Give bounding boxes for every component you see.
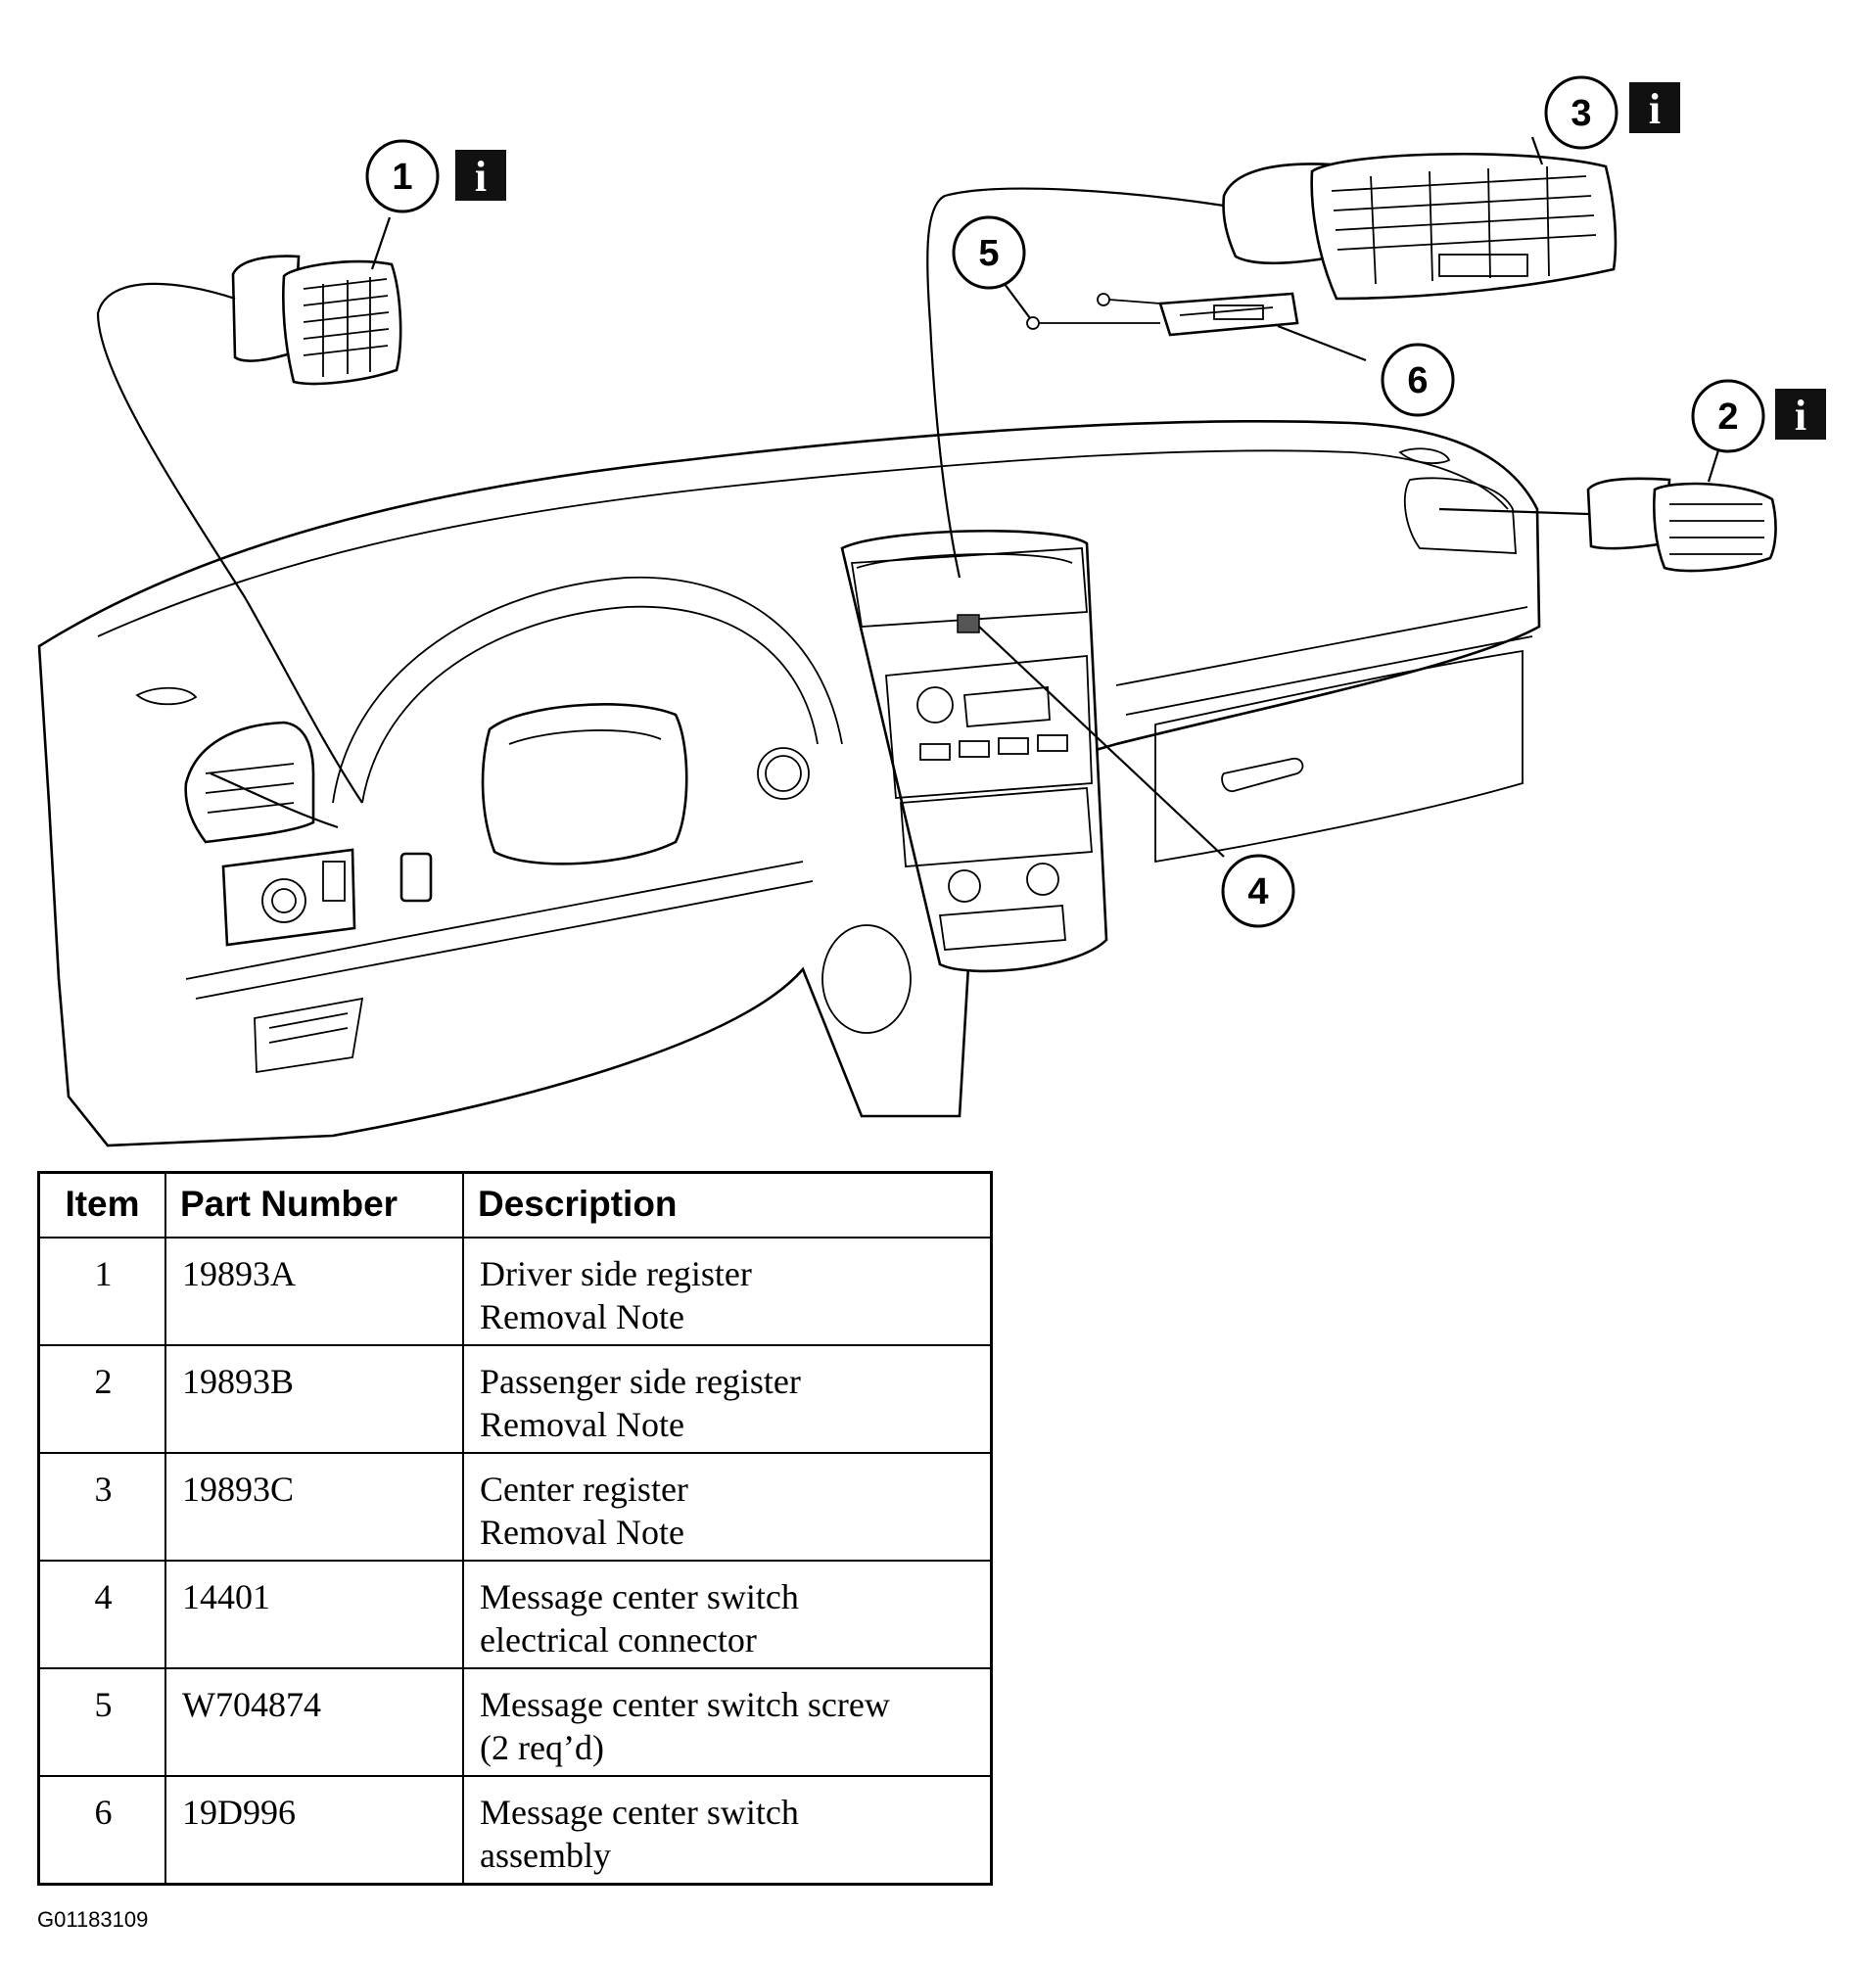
callout-1-number: 1: [392, 157, 412, 198]
callout-2-info-icon: [1775, 389, 1826, 440]
row-description: Message center switch electrical connect…: [462, 1560, 993, 1669]
row-description: Center register Removal Note: [462, 1452, 993, 1562]
callout-4-circle: [1221, 854, 1295, 928]
row-part-number: W704874: [164, 1667, 464, 1777]
description-line: assembly: [480, 1836, 611, 1875]
callout-3-number: 3: [1571, 93, 1591, 134]
removal-note-link[interactable]: Removal Note: [480, 1405, 684, 1444]
callout-4-number: 4: [1247, 871, 1268, 912]
callout-1: 1 i: [365, 139, 506, 213]
table-row: 3 19893C Center register Removal Note: [37, 1452, 993, 1562]
callout-1-info-glyph: i: [475, 153, 487, 201]
removal-note-link[interactable]: Removal Note: [480, 1297, 684, 1336]
row-description: Passenger side register Removal Note: [462, 1344, 993, 1454]
row-item: 2: [37, 1344, 166, 1454]
callout-6: 6: [1381, 343, 1455, 417]
callout-6-circle: [1381, 343, 1455, 417]
row-part-number: 19893B: [164, 1344, 464, 1454]
description-line: Message center switch screw: [480, 1685, 890, 1724]
row-part-number: 19893A: [164, 1237, 464, 1346]
row-item: 6: [37, 1775, 166, 1886]
callout-3-circle: [1544, 75, 1618, 150]
row-part-number: 19D996: [164, 1775, 464, 1886]
driver-side-register: [231, 255, 402, 386]
callout-5: 5: [952, 215, 1026, 290]
row-item: 5: [37, 1667, 166, 1777]
header-description: Description: [462, 1171, 993, 1239]
description-line: Message center switch: [480, 1793, 799, 1832]
table-row: 4 14401 Message center switch electrical…: [37, 1560, 993, 1669]
description-line: Driver side register: [480, 1254, 752, 1293]
message-center-switch-assembly: [1158, 292, 1299, 337]
callout-2: 2 i: [1691, 379, 1826, 453]
callout-5-number: 5: [978, 233, 999, 274]
row-part-number: 14401: [164, 1560, 464, 1669]
description-line: Passenger side register: [480, 1362, 801, 1401]
row-description: Message center switch screw (2 req’d): [462, 1667, 993, 1777]
instrument-panel: [37, 420, 1541, 1147]
callout-2-number: 2: [1717, 397, 1738, 438]
callout-1-circle: [365, 139, 440, 213]
description-line: Center register: [480, 1470, 688, 1509]
removal-note-link[interactable]: Removal Note: [480, 1513, 684, 1552]
callout-5-circle: [952, 215, 1026, 290]
parts-table: Item Part Number Description 1 19893A Dr…: [37, 1171, 993, 1886]
row-item: 3: [37, 1452, 166, 1562]
row-part-number: 19893C: [164, 1452, 464, 1562]
description-line: electrical connector: [480, 1620, 757, 1659]
table-row: 1 19893A Driver side register Removal No…: [37, 1237, 993, 1346]
table-row: 2 19893B Passenger side register Removal…: [37, 1344, 993, 1454]
header-part-number: Part Number: [164, 1171, 464, 1239]
callout-3: 3 i: [1544, 75, 1680, 150]
callout-3-info-glyph: i: [1649, 85, 1661, 133]
row-item: 4: [37, 1560, 166, 1669]
table-row: 5 W704874 Message center switch screw (2…: [37, 1667, 993, 1777]
row-item: 1: [37, 1237, 166, 1346]
table-row: 6 19D996 Message center switch assembly: [37, 1775, 993, 1886]
table-header-row: Item Part Number Description: [37, 1171, 993, 1239]
passenger-side-register: [1586, 477, 1777, 573]
callout-4: 4: [1221, 854, 1295, 928]
callout-2-info-glyph: i: [1795, 392, 1806, 440]
callout-3-info-icon: [1629, 82, 1680, 133]
callout-1-info-icon: [455, 150, 506, 201]
dashboard-illustration: 1 i 3 i 5 6 2 i 4: [37, 75, 1826, 1147]
row-description: Driver side register Removal Note: [462, 1237, 993, 1346]
center-register: [1222, 152, 1618, 301]
row-description: Message center switch assembly: [462, 1775, 993, 1886]
figure-id: G01183109: [37, 1907, 149, 1932]
message-center-switch-screws: [1026, 293, 1161, 330]
header-item: Item: [37, 1171, 166, 1239]
callout-2-circle: [1691, 379, 1765, 453]
description-line: (2 req’d): [480, 1728, 604, 1767]
callout-6-number: 6: [1407, 360, 1428, 401]
leader-lines: [96, 136, 1720, 858]
description-line: Message center switch: [480, 1577, 799, 1616]
